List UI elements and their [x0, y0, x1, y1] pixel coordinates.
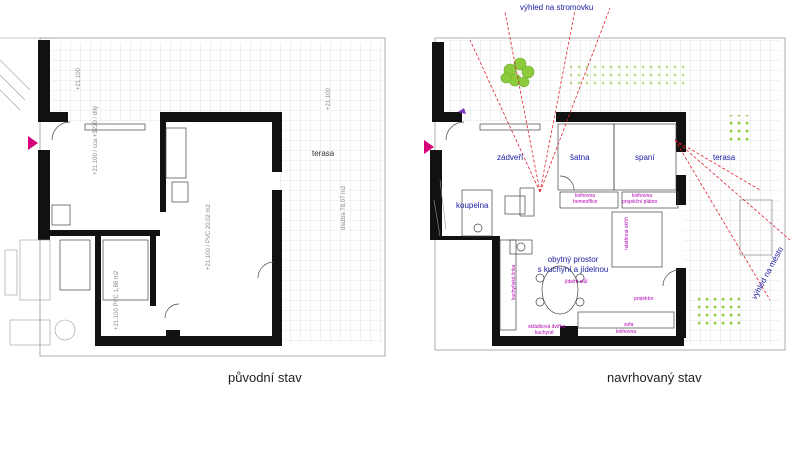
note-wardrobe: nástěnná skříň [624, 217, 630, 250]
note-library-projection-2: projekční plátno [622, 199, 658, 205]
svg-text:+21.100: +21.100 [76, 67, 82, 90]
original-entry-marker [28, 136, 38, 150]
room-label-living-1: obytný prostor [548, 255, 599, 264]
note-sliding-doors-1: skládková dvířka [528, 324, 565, 330]
view-to-tree-label: výhled na stromovku [520, 3, 593, 12]
room-label-terrace: terasa [713, 153, 736, 162]
room-label-living-2: s kuchyní a jídelnou [538, 265, 609, 274]
svg-text:+21.100 / cca +3220 / dílý: +21.100 / cca +3220 / dílý [93, 106, 99, 175]
note-sliding-doors-2: kuchyně [535, 330, 554, 336]
original-plan: +21.100 / cca +3220 / dílý +21.100 / PVC… [0, 37, 386, 357]
note-library-homeoffice-2: homeoffice [573, 199, 598, 205]
greenery-planter-right [725, 115, 753, 143]
door-marker-icon [458, 108, 466, 114]
note-projector: projektor [634, 296, 654, 302]
svg-text:+21.100 / PVC 20,02 m2: +21.100 / PVC 20,02 m2 [206, 203, 212, 270]
caption-proposed: navrhovaný stav [607, 370, 702, 385]
original-terrace-label: terasa [312, 149, 335, 158]
note-library-projection-1: knihovna [632, 193, 652, 199]
proposed-plan: zádveří koupelna šatna spaní terasa obyt… [424, 3, 791, 351]
svg-text:+21.100: +21.100 [326, 87, 332, 110]
note-sofa-1: sofa [624, 322, 634, 328]
greenery-planter-bottom [698, 296, 740, 326]
proposed-entry-marker [424, 140, 434, 154]
view-lines [469, 7, 791, 301]
svg-text:+21.100 PVC 1,86 m2: +21.100 PVC 1,86 m2 [114, 270, 120, 330]
greenery-tree [500, 57, 535, 88]
note-sofa-2: knihovna [616, 329, 636, 335]
note-kitchen-line: kuchyňská linka [511, 264, 517, 300]
svg-text:dlažba 78,07 m2: dlažba 78,07 m2 [341, 185, 347, 230]
terrace-bench [739, 199, 773, 256]
proposed-neighbor-stair [433, 179, 447, 237]
neighbor-stairs [0, 59, 76, 346]
greenery-planter-top [570, 60, 690, 90]
proposed-bath-interior [440, 192, 500, 237]
original-walls [38, 40, 282, 346]
room-label-hall: zádveří [497, 153, 524, 162]
note-library-homeoffice-1: knihovna [575, 193, 595, 199]
proposed-walls [430, 42, 686, 346]
note-dining-table: jídelní stůl [564, 278, 588, 285]
room-label-bedroom: spaní [635, 153, 655, 162]
room-label-bathroom: koupelna [456, 201, 489, 210]
room-label-wardrobe: šatna [570, 153, 590, 162]
caption-original: původní stav [228, 370, 302, 385]
